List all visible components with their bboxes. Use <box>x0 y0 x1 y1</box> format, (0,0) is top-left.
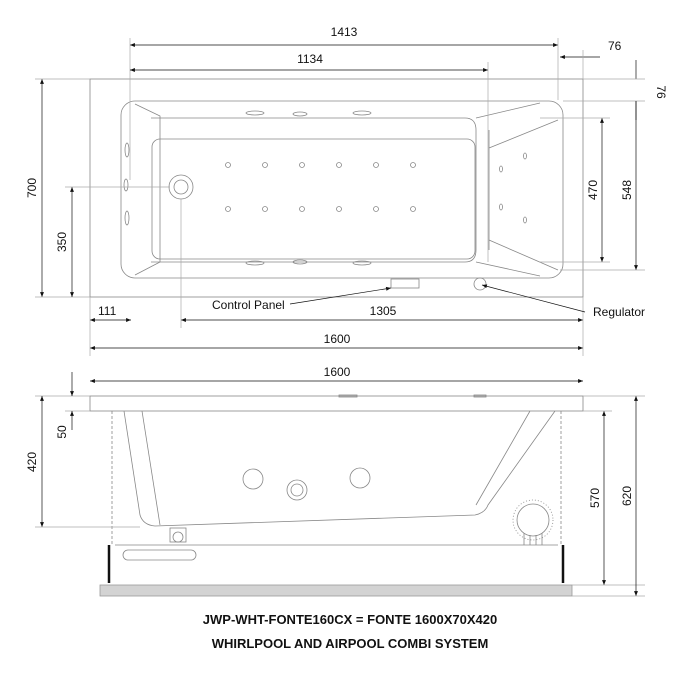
regulator-knob <box>473 277 487 291</box>
floor <box>99 584 573 597</box>
dim-470: 470 <box>586 180 600 200</box>
side-view <box>89 394 584 597</box>
basin-edge <box>151 117 477 263</box>
backrest-lines <box>475 102 559 277</box>
dim-548: 548 <box>620 180 634 200</box>
waste-outlet <box>122 527 197 561</box>
dim-700: 700 <box>25 178 39 198</box>
tub-inner-rim <box>120 100 564 279</box>
dim-1134: 1134 <box>297 52 323 66</box>
whirlpool-jet <box>242 468 264 490</box>
control-panel-label: Control Panel <box>212 298 285 312</box>
control-panel-box <box>390 278 420 289</box>
dim-1305: 1305 <box>370 304 397 318</box>
side-whirlpool-jets <box>123 110 372 266</box>
dim-1413: 1413 <box>331 25 358 39</box>
pump-icon <box>512 499 554 545</box>
dim-50: 50 <box>55 425 69 439</box>
dim-111: 111 <box>98 304 117 318</box>
whirlpool-jet <box>286 479 308 501</box>
dim-1600-side: 1600 <box>324 365 351 379</box>
top-dimensions <box>35 38 645 356</box>
side-dimensions <box>35 372 645 597</box>
basin-floor <box>151 138 476 260</box>
rim-fitting <box>473 394 487 398</box>
back-jets <box>499 152 527 224</box>
system-caption: WHIRLPOOL AND AIRPOOL COMBI SYSTEM <box>211 636 489 651</box>
tub-wall-lines <box>141 410 531 526</box>
rim-fitting <box>338 394 358 398</box>
top-view <box>89 78 584 298</box>
air-jets <box>225 162 416 212</box>
dim-1600-top: 1600 <box>324 332 351 346</box>
tub-rim <box>89 395 584 412</box>
dim-620: 620 <box>620 486 634 506</box>
tub-shell-profile <box>123 410 556 527</box>
drain-icon <box>168 174 194 200</box>
regulator-label: Regulator <box>593 305 645 319</box>
tub-outline <box>89 78 584 298</box>
left-corner-lines <box>134 103 161 276</box>
dim-rim-top: 76 <box>654 85 668 99</box>
whirlpool-jet <box>349 467 371 489</box>
dim-350: 350 <box>55 232 69 252</box>
dim-570: 570 <box>588 488 602 508</box>
model-caption: JWP-WHT-FONTE160CX = FONTE 1600X70X420 <box>202 612 498 627</box>
dim-420: 420 <box>25 452 39 472</box>
dim-rim-right: 76 <box>608 39 622 53</box>
